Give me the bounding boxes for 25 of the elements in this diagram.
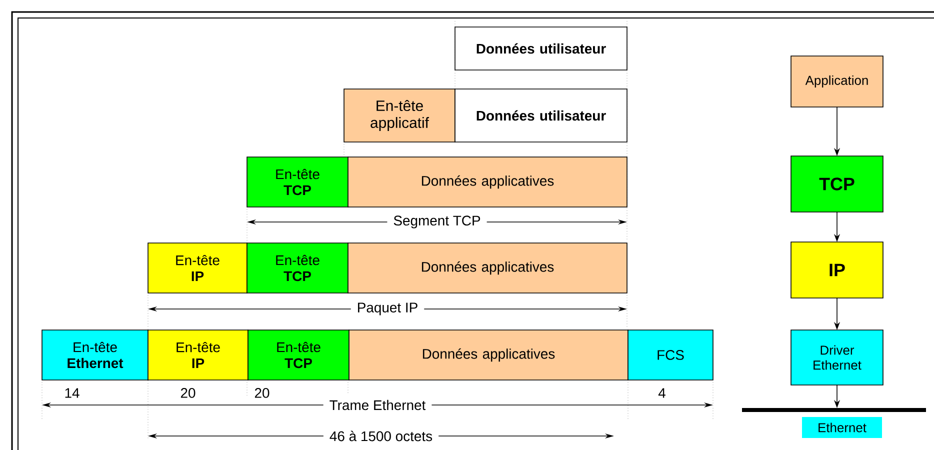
header-box: En-tête TCP bbox=[248, 330, 350, 380]
header-box: En-tête TCP bbox=[246, 242, 348, 294]
header-box: En-tête Ethernet bbox=[42, 330, 148, 380]
layer-box: TCP bbox=[790, 156, 884, 212]
byte-count: 20 bbox=[180, 388, 196, 398]
layer-box: Application bbox=[790, 56, 884, 108]
network-label: Ethernet bbox=[802, 417, 882, 438]
byte-count: 4 bbox=[658, 388, 666, 398]
layer-box: IP bbox=[790, 242, 884, 298]
data-box: Données utilisateur bbox=[454, 88, 628, 142]
trailer-box: FCS bbox=[628, 330, 714, 380]
data-box: Données applicatives bbox=[348, 330, 628, 380]
header-box: En-tête IP bbox=[148, 242, 248, 294]
byte-count: 20 bbox=[254, 388, 270, 398]
dimension-label: 46 à 1500 octets bbox=[323, 430, 439, 442]
dimension-label: Paquet IP bbox=[350, 302, 424, 316]
data-box: Données utilisateur bbox=[454, 26, 628, 70]
layer-box: Driver Ethernet bbox=[790, 330, 884, 386]
header-box: En-tête IP bbox=[148, 330, 248, 380]
data-box: Données applicatives bbox=[348, 242, 628, 294]
dimension-label: Segment TCP bbox=[387, 214, 487, 230]
dimension-label: Trame Ethernet bbox=[323, 398, 432, 412]
header-box: En-tête TCP bbox=[246, 156, 348, 208]
data-box: Données applicatives bbox=[348, 156, 628, 208]
header-box: En-tête applicatif bbox=[344, 88, 456, 142]
